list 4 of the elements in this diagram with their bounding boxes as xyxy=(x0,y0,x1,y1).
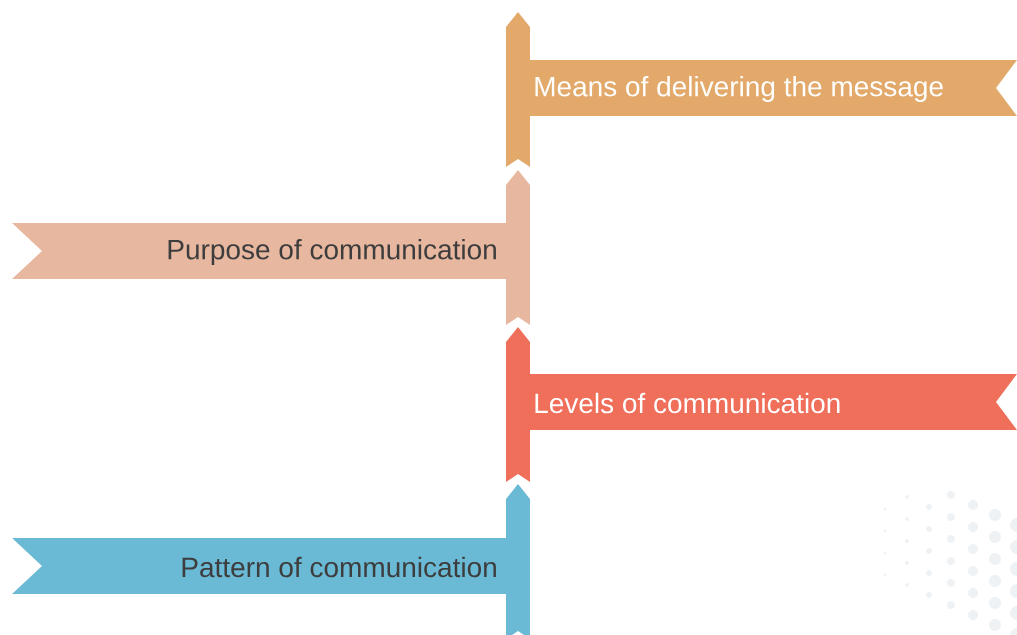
banner: Means of delivering the message xyxy=(506,12,1017,167)
banner: Levels of communication xyxy=(506,327,1017,482)
banner: Pattern of communication xyxy=(12,484,530,635)
banner: Purpose of communication xyxy=(12,170,530,325)
